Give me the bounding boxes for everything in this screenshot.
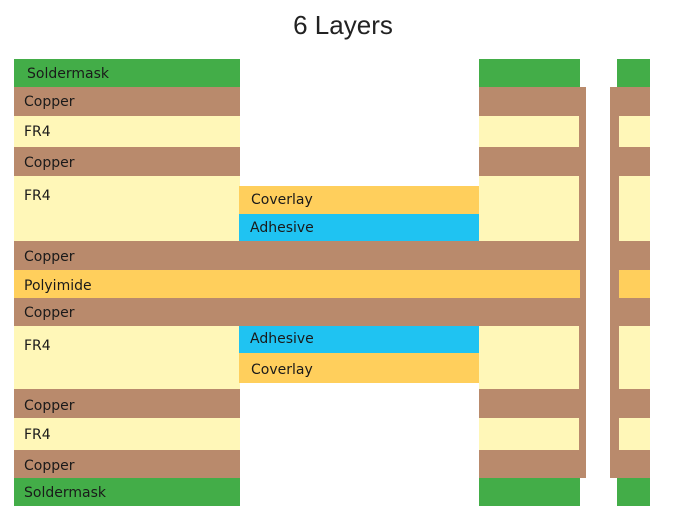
copper-3-section-a bbox=[14, 241, 240, 270]
soldermask-top-section-c bbox=[617, 59, 650, 87]
copper-2-label: Copper bbox=[24, 155, 75, 171]
fr4-4-section-b bbox=[479, 418, 579, 450]
copper-4-section-a bbox=[14, 298, 240, 326]
soldermask-bottom-section-b bbox=[479, 478, 580, 506]
coverlay-top-block bbox=[239, 186, 479, 214]
copper-4-flex bbox=[240, 298, 480, 326]
copper-1-section-a bbox=[14, 87, 240, 116]
adhesive-bottom-block bbox=[239, 326, 479, 353]
soldermask-top-section-a bbox=[14, 59, 240, 87]
copper-3-label: Copper bbox=[24, 249, 75, 265]
fr4-2-section-b bbox=[479, 176, 579, 241]
copper-3-flex bbox=[240, 241, 480, 270]
adhesive-bottom-label: Adhesive bbox=[250, 331, 314, 347]
soldermask-top-label: Soldermask bbox=[27, 66, 109, 82]
fr4-2-section-c bbox=[619, 176, 650, 241]
fr4-3-section-c bbox=[619, 326, 650, 389]
polyimide-flex bbox=[240, 270, 480, 298]
soldermask-bottom-section-a bbox=[14, 478, 240, 506]
coverlay-bottom-label: Coverlay bbox=[251, 362, 313, 378]
soldermask-bottom-label: Soldermask bbox=[24, 485, 106, 501]
fr4-1-section-c bbox=[619, 116, 650, 147]
soldermask-top-section-b bbox=[479, 59, 580, 87]
fr4-4-section-a bbox=[14, 418, 240, 450]
copper-5-label: Copper bbox=[24, 398, 75, 414]
copper-2-section-a bbox=[14, 147, 240, 176]
diagram-title: 6 Layers bbox=[293, 10, 393, 40]
fr4-2-label: FR4 bbox=[24, 188, 51, 204]
fr4-4-label: FR4 bbox=[24, 427, 51, 443]
copper-6-section-a bbox=[14, 450, 240, 478]
fr4-4-section-c bbox=[619, 418, 650, 450]
adhesive-top-label: Adhesive bbox=[250, 220, 314, 236]
polyimide-section-c bbox=[619, 270, 650, 298]
copper-1-label: Copper bbox=[24, 94, 75, 110]
coverlay-top-label: Coverlay bbox=[251, 192, 313, 208]
fr4-2-section-a bbox=[14, 176, 240, 241]
copper-4-label: Copper bbox=[24, 305, 75, 321]
fr4-1-label: FR4 bbox=[24, 124, 51, 140]
fr4-1-section-b bbox=[479, 116, 579, 147]
soldermask-bottom-section-c bbox=[617, 478, 650, 506]
copper-5-section-a bbox=[14, 389, 240, 418]
adhesive-top-block bbox=[239, 214, 479, 241]
polyimide-section-b bbox=[479, 270, 580, 298]
fr4-3-label: FR4 bbox=[24, 338, 51, 354]
polyimide-label: Polyimide bbox=[24, 278, 92, 294]
fr4-3-section-b bbox=[479, 326, 579, 389]
coverlay-bottom-block bbox=[239, 353, 479, 383]
copper-6-label: Copper bbox=[24, 458, 75, 474]
fr4-1-section-a bbox=[14, 116, 240, 147]
fr4-3-section-a bbox=[14, 326, 240, 389]
polyimide-section-a bbox=[14, 270, 240, 298]
